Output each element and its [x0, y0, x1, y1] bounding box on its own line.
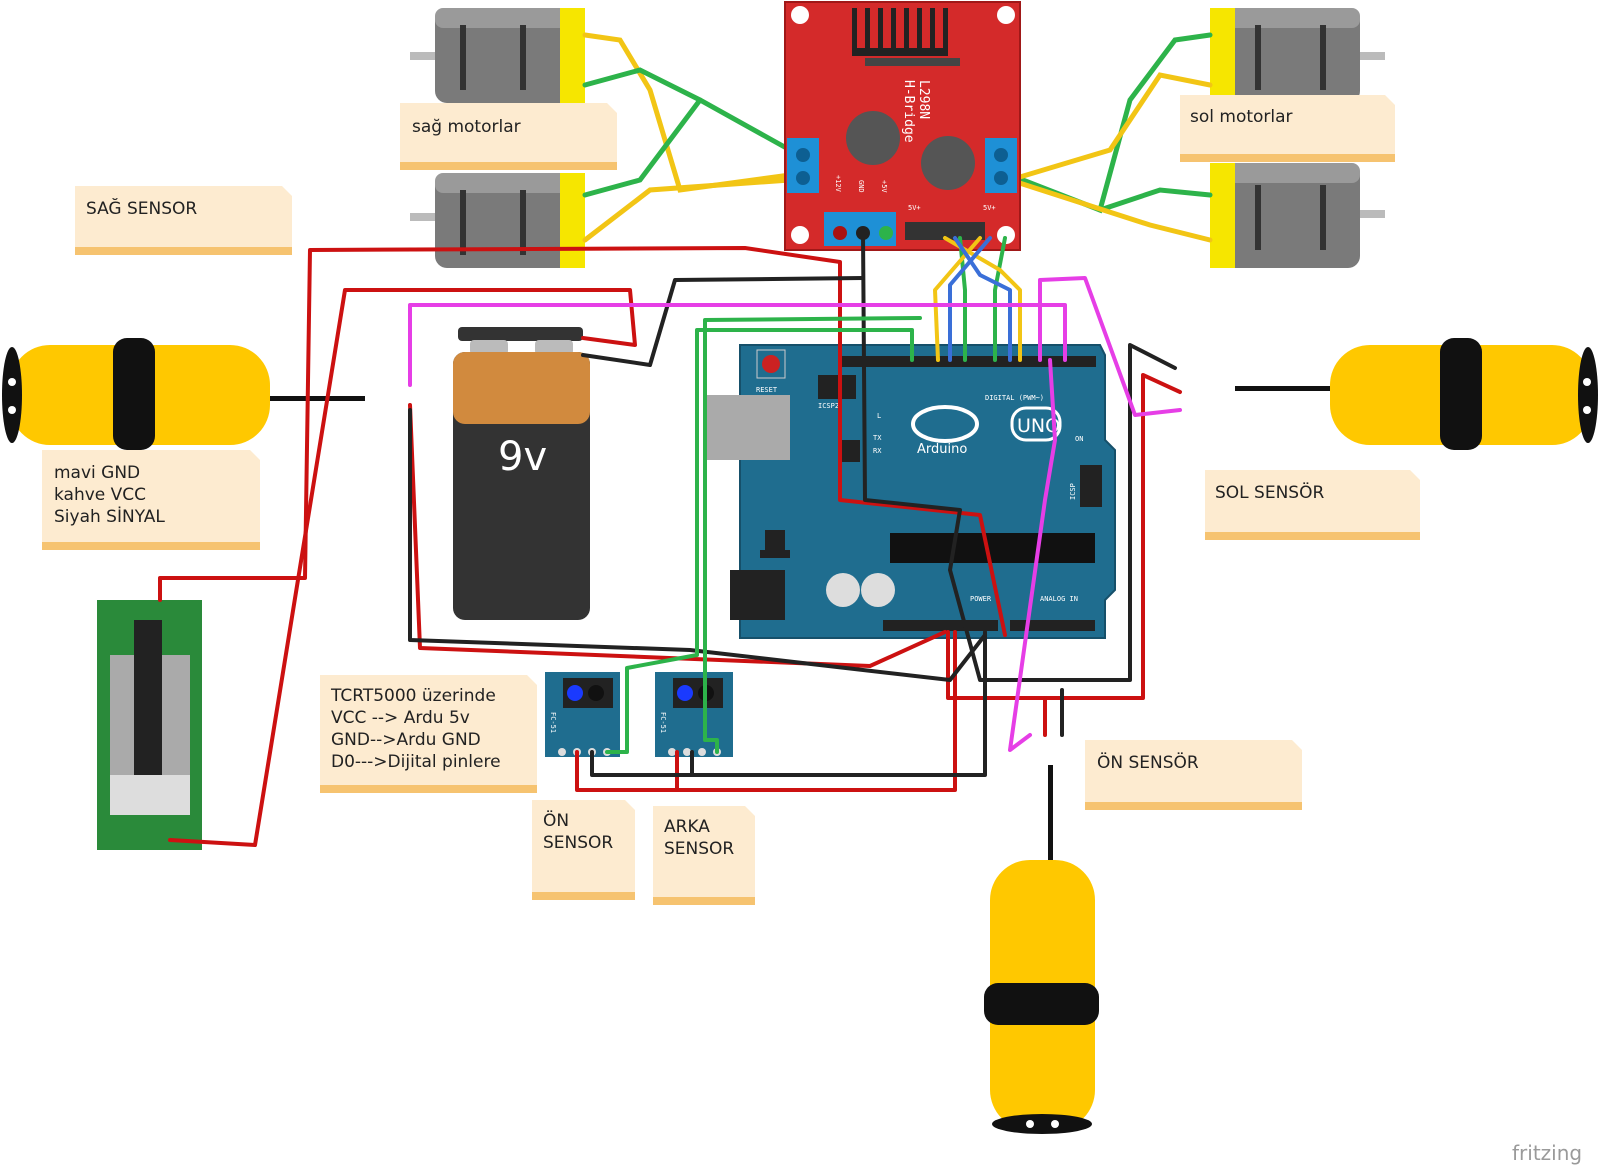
- power-switch: [97, 600, 202, 850]
- tcrt-line-4: D0--->Dijital pinlere: [331, 752, 501, 772]
- fritzing-watermark: fritzing: [1512, 1141, 1582, 1165]
- hbridge-pin-gnd: GND: [857, 180, 865, 193]
- note-on-sensor-front: ÖN SENSÖR: [1085, 740, 1302, 810]
- arduino-power-label: POWER: [970, 595, 992, 603]
- note-on-sensor-front-text: ÖN SENSÖR: [1097, 751, 1199, 773]
- note-sag-motorlar-text: sağ motorlar: [412, 117, 521, 137]
- motor-wires: [582, 32, 1213, 243]
- arduino-reset-label: RESET: [756, 386, 778, 394]
- h-bridge-board: [784, 1, 1021, 251]
- on-sensor-ir-line-2: SENSOR: [543, 833, 613, 853]
- ir-front-label: FC-51: [549, 712, 557, 733]
- arduino-led-rx: RX: [873, 447, 882, 455]
- legend-line-2: kahve VCC: [54, 485, 146, 505]
- battery-label: 9v: [498, 434, 547, 480]
- right-motor-top: [410, 8, 585, 103]
- arduino-on-label: ON: [1075, 435, 1083, 443]
- arduino-analog-label: ANALOG IN: [1040, 595, 1078, 603]
- note-arka-sensor-ir: ARKA SENSOR: [653, 806, 755, 905]
- note-sag-motorlar: sağ motorlar: [400, 103, 617, 170]
- note-sag-sensor-text: SAĞ SENSOR: [86, 197, 197, 219]
- note-on-sensor-ir: ÖN SENSOR: [532, 800, 635, 900]
- arduino-icsp-label: ICSP: [1069, 483, 1077, 500]
- hbridge-pin-5v: +5V: [880, 180, 888, 193]
- note-sag-sensor: SAĞ SENSOR: [75, 186, 292, 255]
- arduino-led-tx: TX: [873, 434, 882, 442]
- note-sol-sensor: SOL SENSÖR: [1205, 470, 1420, 540]
- legend-line-1: mavi GND: [54, 463, 140, 483]
- arka-sensor-ir-line-1: ARKA: [664, 817, 710, 837]
- arduino-digital-label: DIGITAL (PWM~): [985, 394, 1044, 402]
- tcrt-line-1: TCRT5000 üzerinde: [330, 686, 496, 706]
- note-sol-motorlar: sol motorlar: [1180, 95, 1395, 162]
- arduino-brand: Arduino: [917, 442, 967, 457]
- left-motor-top: [1210, 8, 1385, 103]
- tcrt-line-2: VCC --> Ardu 5v: [331, 708, 470, 728]
- on-sensor-ir-line-1: ÖN: [543, 809, 569, 831]
- tcrt-line-3: GND-->Ardu GND: [331, 730, 481, 750]
- note-tcrt: TCRT5000 üzerinde VCC --> Ardu 5v GND-->…: [320, 675, 537, 793]
- hbridge-title: L298N: [916, 80, 931, 119]
- hbridge-subtitle: H-Bridge: [901, 80, 916, 143]
- hbridge-pin-12v: +12V: [834, 175, 842, 193]
- front-ultrasonic-sensor: [984, 765, 1099, 1134]
- battery-9v: [453, 327, 590, 620]
- hbridge-5v-right: 5V+: [983, 204, 996, 212]
- left-ultrasonic-sensor: [1235, 338, 1598, 450]
- wires: [158, 231, 1182, 847]
- arduino-model: UNO: [1017, 415, 1060, 437]
- right-ultrasonic-sensor: [2, 338, 365, 450]
- right-motor-bottom: [410, 173, 585, 268]
- ir-rear-label: FC-51: [659, 712, 667, 733]
- note-sensor-legend: mavi GND kahve VCC Siyah SİNYAL: [42, 450, 260, 550]
- arduino-icsp2-label: ICSP2: [818, 402, 839, 410]
- note-sol-motorlar-text: sol motorlar: [1190, 107, 1293, 127]
- legend-line-3: Siyah SİNYAL: [54, 506, 165, 527]
- arduino-led-l: L: [877, 412, 881, 420]
- arka-sensor-ir-line-2: SENSOR: [664, 839, 734, 859]
- hbridge-5v-left: 5V+: [908, 204, 921, 212]
- note-sol-sensor-text: SOL SENSÖR: [1215, 481, 1324, 503]
- arduino-uno-board: [705, 344, 1116, 639]
- left-motor-bottom: [1210, 163, 1385, 268]
